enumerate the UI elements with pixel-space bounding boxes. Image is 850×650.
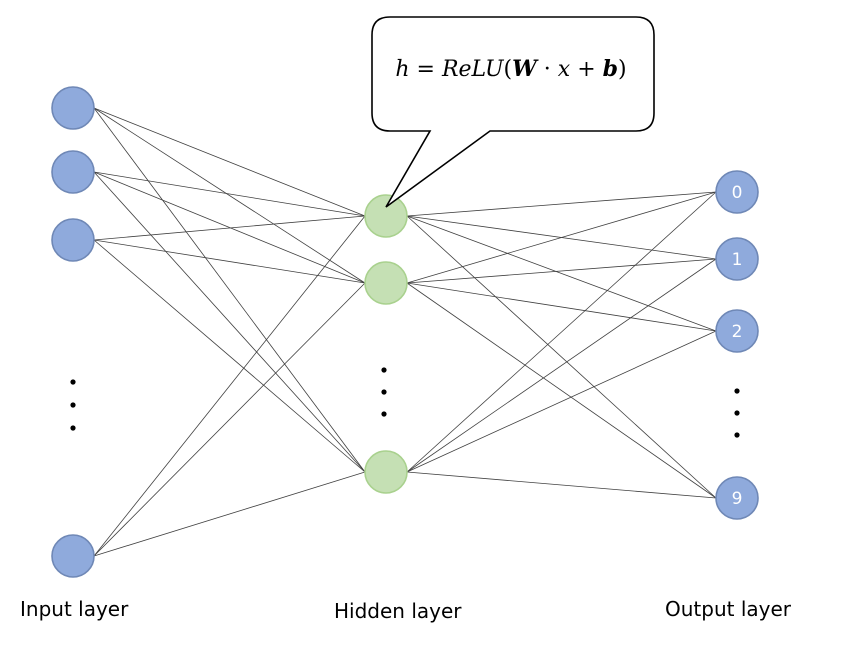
edge-input-1-hidden-1: [93, 171, 366, 284]
formula-part: =: [410, 57, 442, 82]
formula-part: W: [512, 56, 539, 82]
formula-callout: h = ReLU(W · x + b): [371, 16, 655, 208]
connections: [93, 107, 717, 557]
edge-input-0-hidden-3: [93, 107, 366, 473]
edge-hidden-1-output-2: [406, 282, 717, 332]
edge-input-2-hidden-0: [93, 215, 366, 241]
input-ellipsis-dot: [70, 379, 76, 385]
formula-part: ·: [537, 57, 558, 82]
edge-input-2-hidden-3: [93, 239, 366, 473]
edge-hidden-1-output-4: [406, 282, 717, 499]
hidden-ellipsis-dot: [381, 389, 387, 395]
output-ellipsis-dot: [734, 432, 740, 438]
edge-hidden-3-output-0: [406, 191, 717, 473]
output-node-label: 9: [732, 489, 743, 509]
edge-input-4-hidden-1: [93, 282, 366, 557]
formula-part: (: [504, 57, 513, 82]
output-node: [715, 309, 759, 353]
ellipsis-dots: [70, 367, 740, 438]
hidden-node: [364, 261, 408, 305]
formula-part: h: [395, 57, 409, 82]
edge-input-0-hidden-0: [93, 107, 366, 217]
output-layer-label: Output layer: [665, 597, 792, 621]
edge-input-1-hidden-3: [93, 171, 366, 473]
hidden-node: [364, 194, 408, 238]
formula-part: ReLU: [441, 57, 505, 82]
formula-part: x: [558, 57, 571, 82]
input-layer-label: Input layer: [20, 597, 129, 621]
output-node-label: 0: [732, 183, 743, 203]
formula-part: +: [570, 57, 602, 82]
hidden-ellipsis-dot: [381, 411, 387, 417]
output-node-label: 2: [732, 322, 743, 342]
input-node: [51, 218, 95, 262]
edge-hidden-3-output-2: [406, 330, 717, 473]
edge-hidden-3-output-4: [406, 471, 717, 499]
formula-part: b: [603, 56, 618, 82]
edge-hidden-1-output-1: [406, 258, 717, 284]
formula-part: ): [618, 57, 627, 82]
input-node: [51, 534, 95, 578]
edge-input-1-hidden-0: [93, 171, 366, 217]
edge-hidden-0-output-0: [406, 191, 717, 217]
hidden-layer-label: Hidden layer: [334, 599, 462, 623]
edge-hidden-3-output-1: [406, 258, 717, 473]
edge-hidden-1-output-0: [406, 191, 717, 284]
edge-input-4-hidden-3: [93, 471, 366, 557]
nodes: 0 1 2 9: [51, 86, 759, 578]
edge-input-0-hidden-1: [93, 107, 366, 284]
edge-input-2-hidden-1: [93, 239, 366, 284]
hidden-node: [364, 450, 408, 494]
input-ellipsis-dot: [70, 402, 76, 408]
output-node: [715, 476, 759, 520]
output-node: [715, 170, 759, 214]
edge-input-4-hidden-0: [93, 215, 366, 557]
output-ellipsis-dot: [734, 410, 740, 416]
output-node-label: 1: [732, 250, 743, 270]
input-node: [51, 150, 95, 194]
edge-hidden-0-output-4: [406, 215, 717, 499]
edge-hidden-0-output-2: [406, 215, 717, 332]
relu-formula: h = ReLU(W · x + b): [395, 56, 626, 82]
hidden-ellipsis-dot: [381, 367, 387, 373]
output-ellipsis-dot: [734, 388, 740, 394]
input-ellipsis-dot: [70, 425, 76, 431]
input-node: [51, 86, 95, 130]
callout-bubble: [371, 16, 655, 208]
output-node: [715, 237, 759, 281]
